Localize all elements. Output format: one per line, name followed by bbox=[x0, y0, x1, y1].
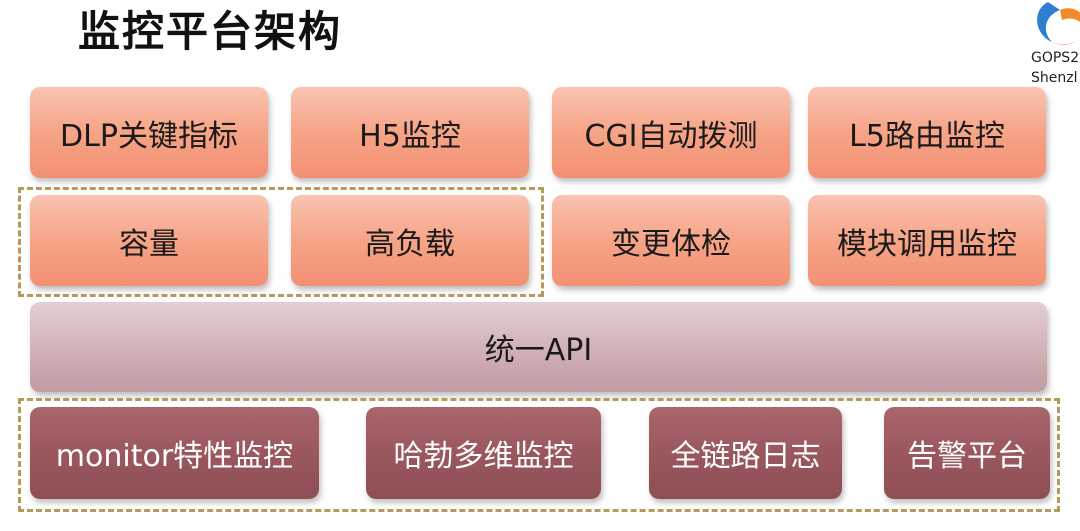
unified-api-bar: 统一API bbox=[30, 302, 1047, 392]
gops-logo-icon bbox=[1037, 2, 1080, 45]
box-cgi-dial-test: CGI自动拨测 bbox=[552, 87, 790, 178]
box-monitor-feature: monitor特性监控 bbox=[30, 407, 319, 499]
box-module-call-monitor: 模块调用监控 bbox=[808, 195, 1046, 286]
logo-text-line2: Shenzl bbox=[1031, 70, 1078, 86]
logo-text-line1: GOPS2 bbox=[1031, 50, 1080, 66]
box-capacity: 容量 bbox=[30, 195, 268, 286]
dashed-group-data-sources bbox=[18, 398, 1060, 512]
box-change-check: 变更体检 bbox=[552, 195, 790, 286]
box-dlp-metrics: DLP关键指标 bbox=[30, 87, 268, 178]
box-l5-route-monitor: L5路由监控 bbox=[808, 87, 1046, 178]
page-title: 监控平台架构 bbox=[78, 7, 343, 56]
box-high-load: 高负载 bbox=[291, 195, 529, 286]
box-hubble-multidim: 哈勃多维监控 bbox=[366, 407, 601, 499]
box-alarm-platform: 告警平台 bbox=[884, 407, 1050, 499]
box-full-trace-log: 全链路日志 bbox=[649, 407, 842, 499]
box-h5-monitor: H5监控 bbox=[291, 87, 529, 178]
dashed-group-capacity bbox=[18, 187, 544, 297]
